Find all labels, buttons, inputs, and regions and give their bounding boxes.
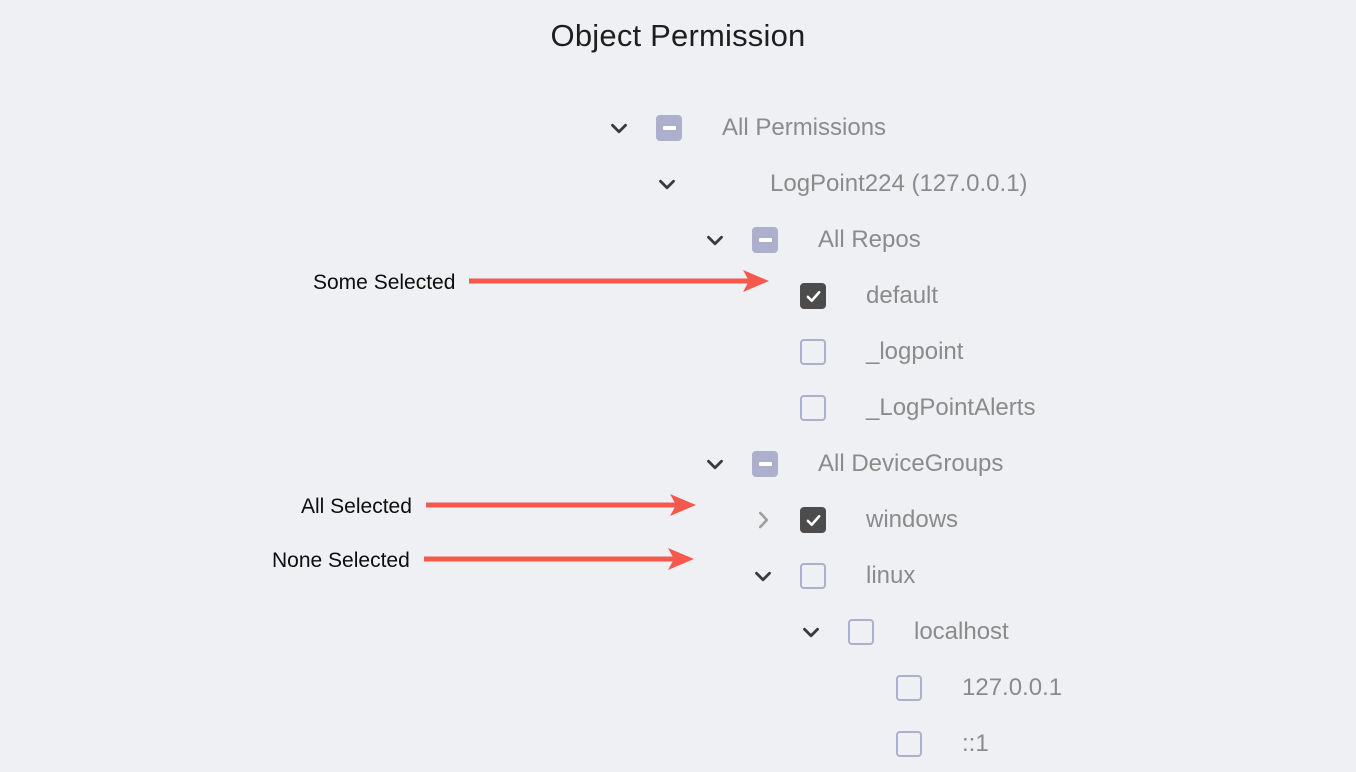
tree-row[interactable]: LogPoint224 (127.0.0.1) <box>0 156 1356 212</box>
annotation-label: None Selected <box>272 549 410 572</box>
checkbox-box[interactable] <box>800 283 826 309</box>
tree-row[interactable]: linux <box>0 548 1356 604</box>
checkbox-box[interactable] <box>656 115 682 141</box>
chevron-down-icon[interactable] <box>700 449 730 479</box>
checkbox-unchecked[interactable] <box>846 617 876 647</box>
tree-row-label: All Repos <box>818 226 921 253</box>
tree-row-label: default <box>866 282 939 309</box>
checkbox-box[interactable] <box>800 395 826 421</box>
checkbox-box[interactable] <box>896 731 922 757</box>
checkbox-unchecked[interactable] <box>798 561 828 591</box>
checkbox-checked[interactable] <box>798 281 828 311</box>
chevron-down-icon[interactable] <box>796 617 826 647</box>
checkbox-unchecked[interactable] <box>894 673 924 703</box>
checkbox-unchecked[interactable] <box>798 337 828 367</box>
tree-row-label: _LogPointAlerts <box>866 394 1036 421</box>
chevron-right-icon[interactable] <box>748 505 778 535</box>
arrow-right-icon <box>423 546 694 577</box>
tree-row-label: ::1 <box>962 730 989 757</box>
annotation-label: All Selected <box>301 495 412 518</box>
arrow-right-icon <box>469 268 770 299</box>
indeterminate-dash-icon <box>662 126 676 130</box>
tree-row-label: LogPoint224 (127.0.0.1) <box>770 170 1028 197</box>
chevron-down-icon[interactable] <box>604 113 634 143</box>
page-title: Object Permission <box>550 18 806 53</box>
tree-row[interactable]: ::1 <box>0 716 1356 772</box>
tree-row[interactable]: 127.0.0.1 <box>0 660 1356 716</box>
tree-row[interactable]: localhost <box>0 604 1356 660</box>
annotation-callout: Some Selected <box>313 268 770 299</box>
tree-row-label: localhost <box>914 618 1009 645</box>
tree-row[interactable]: _LogPointAlerts <box>0 380 1356 436</box>
checkbox-checked[interactable] <box>798 505 828 535</box>
checkbox-unchecked[interactable] <box>894 729 924 759</box>
annotation-callout: All Selected <box>301 492 696 522</box>
tree-row[interactable]: _logpoint <box>0 324 1356 380</box>
checkbox-indeterminate[interactable] <box>750 225 780 255</box>
tree-row-label: windows <box>866 506 959 533</box>
tree-row[interactable]: All DeviceGroups <box>0 436 1356 492</box>
arrow-right-icon <box>425 492 696 523</box>
chevron-down-icon[interactable] <box>700 225 730 255</box>
checkbox-box[interactable] <box>800 339 826 365</box>
checkbox-box[interactable] <box>752 227 778 253</box>
checkbox-box[interactable] <box>800 563 826 589</box>
tree-row-label: _logpoint <box>866 338 964 365</box>
checkbox-box[interactable] <box>752 451 778 477</box>
chevron-down-icon[interactable] <box>748 561 778 591</box>
indeterminate-dash-icon <box>758 462 772 466</box>
annotation-label: Some Selected <box>313 271 456 294</box>
tree-row[interactable]: All Permissions <box>0 100 1356 156</box>
tree-row-label: linux <box>866 562 916 589</box>
checkbox-indeterminate[interactable] <box>654 113 684 143</box>
checkbox-box[interactable] <box>800 507 826 533</box>
tree-row-label: All DeviceGroups <box>818 450 1004 477</box>
annotation-callout: None Selected <box>272 546 694 576</box>
tree-row[interactable]: windows <box>0 492 1356 548</box>
checkbox-box[interactable] <box>848 619 874 645</box>
checkbox-box[interactable] <box>896 675 922 701</box>
tree-row-label: All Permissions <box>722 114 887 141</box>
checkbox-unchecked[interactable] <box>798 393 828 423</box>
tree-row[interactable]: All Repos <box>0 212 1356 268</box>
tree-row[interactable]: default <box>0 268 1356 324</box>
chevron-down-icon[interactable] <box>652 169 682 199</box>
indeterminate-dash-icon <box>758 238 772 242</box>
checkbox-indeterminate[interactable] <box>750 449 780 479</box>
tree-row-label: 127.0.0.1 <box>962 674 1063 701</box>
